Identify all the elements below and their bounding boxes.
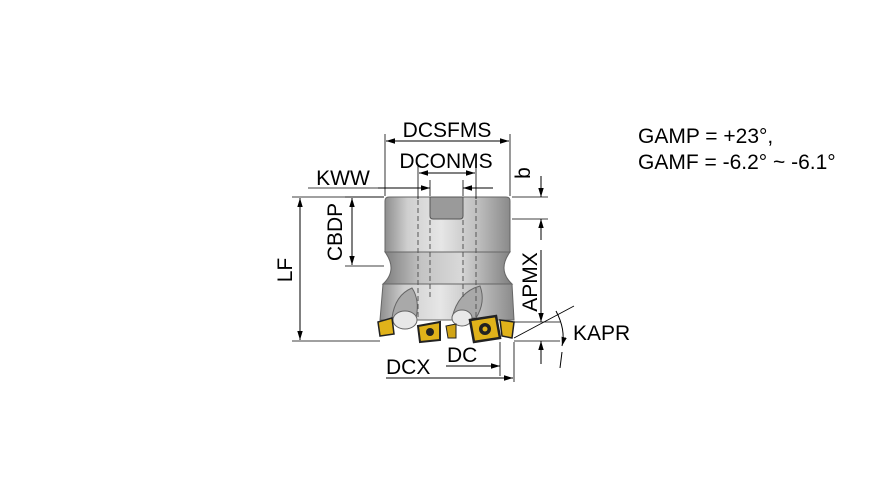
note-gamp: GAMP = +23°, bbox=[638, 125, 773, 148]
dim-lf: LF bbox=[274, 196, 384, 342]
inserts bbox=[377, 314, 515, 344]
label-b: b bbox=[512, 167, 535, 179]
dim-dconms: DCONMS bbox=[399, 150, 493, 199]
label-dcx: DCX bbox=[386, 356, 430, 379]
cutter-body bbox=[379, 196, 515, 330]
label-cbdp: CBDP bbox=[324, 203, 347, 261]
label-dc: DC bbox=[447, 344, 477, 367]
dim-dcsfms: DCSFMS bbox=[384, 119, 511, 196]
dim-kww: KWW bbox=[308, 167, 493, 196]
label-dcsfms: DCSFMS bbox=[403, 119, 492, 142]
dim-dc: DC bbox=[446, 342, 501, 376]
label-kapr: KAPR bbox=[573, 322, 630, 345]
dim-dcx: DCX bbox=[386, 342, 515, 382]
label-dconms: DCONMS bbox=[399, 150, 492, 173]
dim-cbdp: CBDP bbox=[324, 196, 384, 267]
hidden-bore-lines bbox=[417, 200, 477, 320]
label-lf: LF bbox=[274, 258, 297, 283]
dim-apmx: APMX bbox=[514, 250, 560, 364]
angle-notes: GAMP = +23°, GAMF = -6.2° ~ -6.1° bbox=[638, 125, 836, 174]
label-kww: KWW bbox=[316, 167, 370, 190]
dim-kapr: KAPR bbox=[513, 305, 630, 369]
label-apmx: APMX bbox=[519, 252, 542, 312]
note-gamf: GAMF = -6.2° ~ -6.1° bbox=[638, 151, 836, 174]
dim-b: b bbox=[512, 167, 548, 240]
